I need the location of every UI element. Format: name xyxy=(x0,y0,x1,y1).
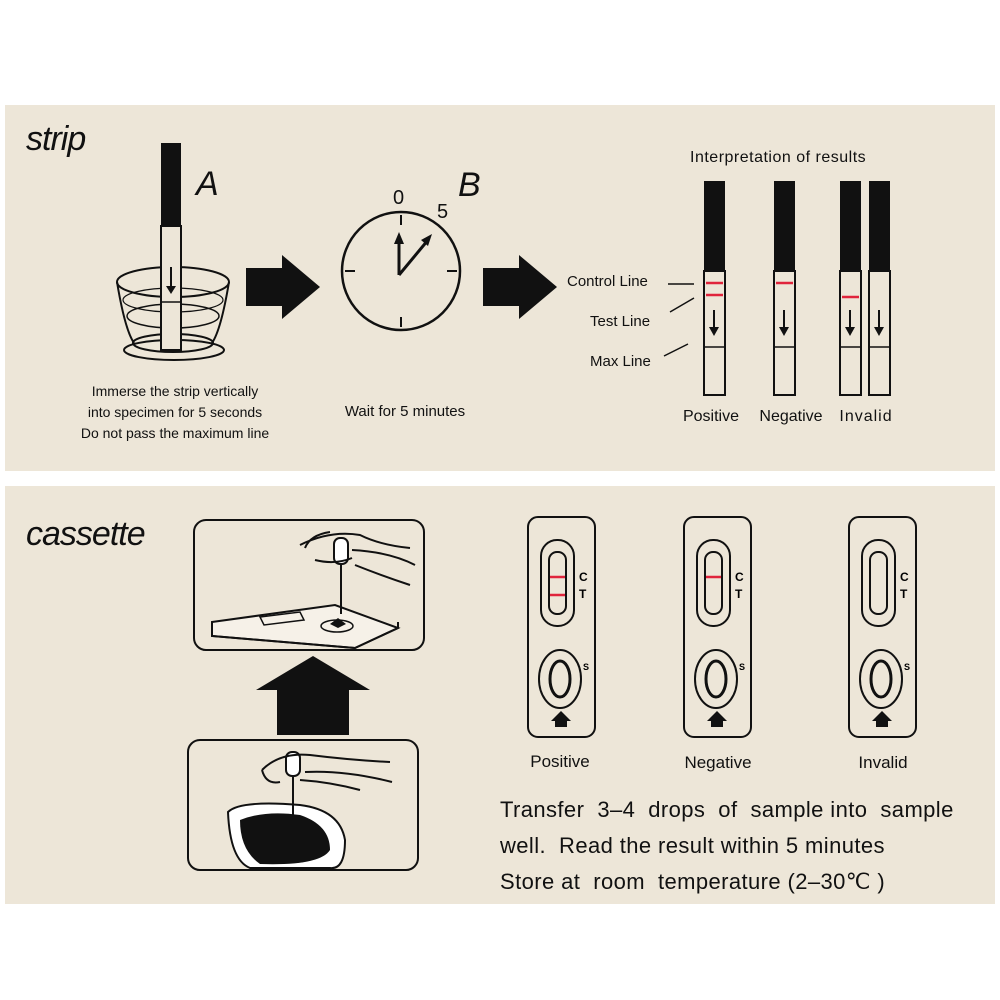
max-line-leader xyxy=(663,343,689,357)
step-a-letter: A xyxy=(196,165,219,203)
cassette-invalid-s-label: S xyxy=(904,662,910,672)
strip-in-cup-illustration xyxy=(116,143,230,361)
cassette-section-title: cassette xyxy=(26,515,146,553)
cassette-invalid-t-label: T xyxy=(900,587,908,601)
strip-invalid-b xyxy=(868,181,891,396)
strip-negative xyxy=(773,181,796,396)
max-line-label: Max Line xyxy=(590,353,651,370)
right-arrow-icon xyxy=(246,255,320,319)
cassette-result-negative: Negative xyxy=(684,753,752,772)
cassette-panel xyxy=(5,486,995,904)
cassette-positive-s-label: S xyxy=(583,662,589,672)
strip-result-positive: Positive xyxy=(682,408,740,425)
step-b-caption: Wait for 5 minutes xyxy=(344,403,466,420)
cassette-result-positive: Positive xyxy=(530,752,590,771)
dropper-in-cup-illustration xyxy=(187,739,419,871)
interpretation-title: Interpretation of results xyxy=(690,149,867,166)
strip-positive xyxy=(703,181,726,396)
strip-invalid-a xyxy=(839,181,862,396)
clock-label-end: 5 xyxy=(437,201,449,223)
clock-label-start: 0 xyxy=(393,187,405,209)
cassette-result-invalid: Invalid xyxy=(858,753,908,772)
cassette-instructions: Transfer 3–4 drops of sample into sample… xyxy=(500,792,954,900)
instruction-line-2: well. Read the result within 5 minutes xyxy=(500,833,885,858)
strip-result-invalid: Invalid xyxy=(839,408,893,425)
cassette-negative-t-label: T xyxy=(735,587,743,601)
instruction-line-1: Transfer 3–4 drops of sample into sample xyxy=(500,797,954,822)
up-arrow-icon xyxy=(256,656,370,735)
cassette-positive-t-label: T xyxy=(579,587,587,601)
strip-result-negative: Negative xyxy=(759,408,823,425)
control-line-label: Control Line xyxy=(567,273,648,290)
cassette-invalid-c-label: C xyxy=(900,570,909,584)
step-b-letter: B xyxy=(458,166,481,204)
strip-handle xyxy=(161,143,181,226)
test-line-label: Test Line xyxy=(590,313,651,330)
cassette-negative-c-label: C xyxy=(735,570,744,584)
test-line-leader xyxy=(669,297,695,313)
step-a-caption: Immerse the strip vertically into specim… xyxy=(60,381,290,444)
instruction-line-3: Store at room temperature (2–30℃ ) xyxy=(500,869,886,894)
right-arrow-icon xyxy=(483,255,557,319)
dropper-on-cassette-illustration xyxy=(193,519,425,651)
cassette-invalid xyxy=(848,516,917,738)
cassette-negative-s-label: S xyxy=(739,662,745,672)
step-a-caption-line-1: Immerse the strip vertically xyxy=(91,383,259,399)
cassette-positive xyxy=(527,516,596,738)
strip-section-title: strip xyxy=(26,120,86,158)
step-a-caption-line-3: Do not pass the maximum line xyxy=(80,425,270,441)
cassette-negative xyxy=(683,516,752,738)
step-a-caption-line-2: into specimen for 5 seconds xyxy=(87,404,263,420)
cassette-positive-c-label: C xyxy=(579,570,588,584)
clock-icon xyxy=(340,210,462,332)
